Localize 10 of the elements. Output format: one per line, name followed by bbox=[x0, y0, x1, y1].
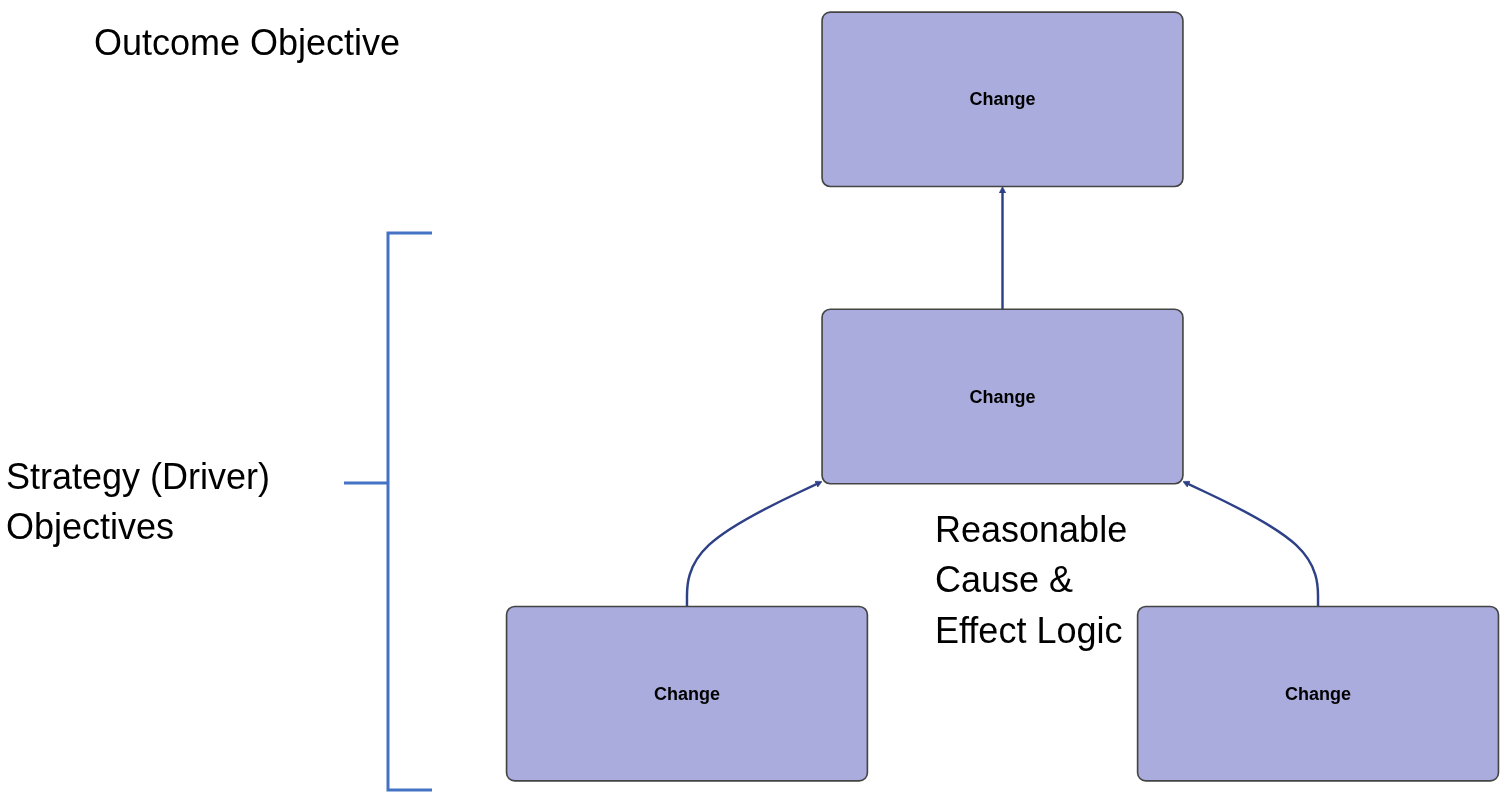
level-label: Outcome Objective bbox=[94, 21, 402, 65]
process-box: Change bbox=[1136, 605, 1500, 782]
process-box: Change bbox=[821, 308, 1184, 485]
annotation-text: Reasonable Cause & Effect Logic bbox=[935, 508, 1129, 653]
arrow bbox=[685, 481, 823, 607]
process-box: Change bbox=[821, 11, 1184, 188]
arrow bbox=[998, 186, 1007, 310]
process-box: Change bbox=[505, 605, 869, 782]
arrow bbox=[1182, 481, 1320, 607]
level-label: Strategy (Driver) Objectives bbox=[6, 455, 272, 550]
